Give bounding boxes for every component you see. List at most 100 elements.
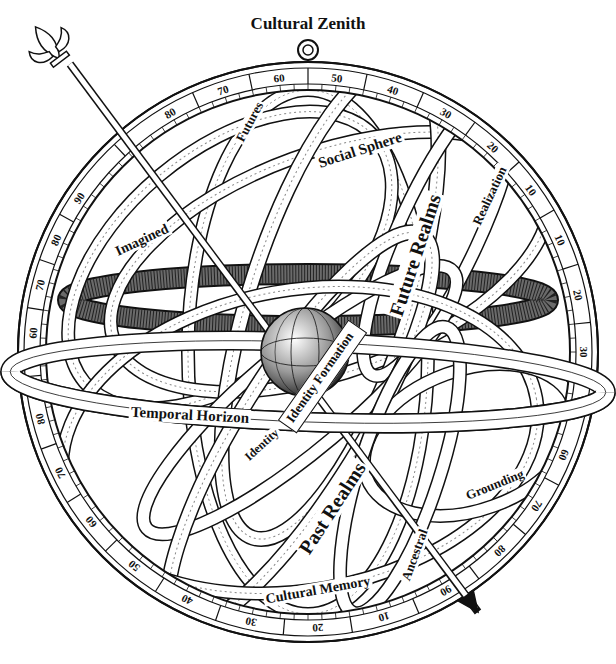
fleur-petal bbox=[48, 26, 73, 51]
scale-tick bbox=[252, 608, 253, 614]
scale-tick bbox=[308, 84, 309, 90]
scale-tick bbox=[335, 85, 337, 91]
scale-tick bbox=[41, 379, 47, 381]
scale-tick bbox=[239, 93, 241, 99]
scale-tick bbox=[535, 218, 540, 221]
scale-tick bbox=[212, 597, 214, 603]
scale-tick bbox=[186, 585, 189, 590]
scale-tick bbox=[41, 323, 47, 325]
scale-tick bbox=[439, 579, 442, 584]
scale-number: 80 bbox=[160, 104, 179, 122]
tag-box: Identity Formation bbox=[277, 319, 366, 433]
scale-divider bbox=[27, 308, 43, 311]
scale-tick bbox=[483, 547, 487, 551]
scale-tick bbox=[100, 183, 105, 187]
ring-band bbox=[38, 251, 563, 630]
scale-tick bbox=[570, 352, 576, 353]
arrow-head bbox=[459, 591, 478, 612]
scale-tick bbox=[91, 194, 96, 198]
scale-number: 10 bbox=[552, 230, 569, 249]
scale-tick bbox=[266, 87, 268, 93]
ring-label: Identity bbox=[241, 425, 283, 465]
scale-tick bbox=[503, 527, 507, 531]
scale-divider bbox=[249, 74, 252, 90]
scale-tick bbox=[547, 243, 552, 245]
fleur-de-lis bbox=[18, 14, 79, 75]
band-fill bbox=[38, 251, 563, 630]
scale-divider bbox=[575, 322, 591, 324]
scale-number: 60 bbox=[555, 446, 572, 464]
scale-tick bbox=[225, 601, 227, 607]
scale-number: 60 bbox=[26, 325, 39, 341]
scale-number: 50 bbox=[329, 71, 345, 85]
scale-tick bbox=[493, 537, 497, 541]
scale-tick bbox=[308, 614, 309, 620]
scale-tick bbox=[53, 433, 59, 435]
scale-tick bbox=[49, 283, 55, 285]
scale-tick bbox=[63, 243, 68, 245]
scale-divider bbox=[114, 144, 125, 156]
scale-divider bbox=[192, 93, 199, 108]
ring-label: Cultural Memory bbox=[262, 573, 373, 607]
band-edge bbox=[76, 80, 584, 444]
scale-tick bbox=[139, 144, 143, 149]
scale-tick bbox=[402, 597, 404, 603]
scale-tick bbox=[43, 310, 49, 312]
scale-tick bbox=[335, 613, 337, 619]
scale-tick bbox=[212, 102, 214, 108]
knob-ring bbox=[303, 45, 313, 55]
scale-divider bbox=[216, 605, 221, 620]
scale-number: 60 bbox=[81, 512, 100, 531]
ring-label: Social Sphere bbox=[314, 128, 405, 172]
scale-tick bbox=[150, 564, 154, 569]
scale-tick bbox=[362, 90, 363, 96]
scale-number: 50 bbox=[125, 557, 144, 576]
scale-tick bbox=[174, 120, 177, 125]
scale-tick bbox=[376, 605, 378, 611]
scale-tick bbox=[547, 459, 552, 461]
scale-tick bbox=[109, 173, 113, 177]
scale-number: 80 bbox=[33, 410, 48, 427]
scale-divider bbox=[67, 494, 81, 502]
scale-tick bbox=[162, 572, 165, 577]
scale-number: 70 bbox=[214, 81, 232, 97]
scale-tick bbox=[83, 495, 88, 498]
scale-tick bbox=[225, 97, 227, 103]
scale-divider bbox=[545, 478, 559, 486]
scale-tick bbox=[567, 392, 573, 394]
scale-tick bbox=[389, 601, 391, 607]
scale-tick bbox=[129, 547, 133, 551]
scale-tick bbox=[553, 256, 559, 258]
scale-tick bbox=[570, 337, 576, 338]
scale-tick bbox=[483, 153, 487, 157]
scale-divider bbox=[350, 617, 353, 633]
scale-number: 30 bbox=[242, 614, 259, 629]
fleur-petal bbox=[28, 42, 53, 67]
axis-rod bbox=[70, 64, 478, 612]
scale-tick bbox=[76, 218, 81, 221]
scale-tick bbox=[199, 591, 201, 596]
scale-number: 20 bbox=[570, 286, 585, 303]
ring-label: Ancestral bbox=[398, 526, 431, 585]
scale-tick bbox=[541, 230, 546, 233]
scale-tick bbox=[162, 127, 165, 132]
ring-label: Future Realms bbox=[384, 189, 445, 320]
scale-tick bbox=[150, 135, 154, 140]
scale-tick bbox=[569, 323, 575, 325]
scale-divider bbox=[469, 566, 479, 579]
scale-divider bbox=[39, 260, 54, 265]
scale-divider bbox=[563, 264, 578, 269]
scale-tick bbox=[512, 183, 517, 187]
scale-divider bbox=[155, 578, 164, 591]
scale-tick bbox=[348, 611, 350, 617]
scale-divider bbox=[466, 122, 475, 135]
knob-ring bbox=[298, 40, 318, 60]
scale-tick bbox=[239, 605, 241, 611]
scale-tick bbox=[415, 591, 417, 596]
scale-tick bbox=[321, 84, 322, 90]
scale-number: 60 bbox=[271, 71, 287, 85]
scale-number: 70 bbox=[528, 497, 546, 516]
scale-tick bbox=[567, 310, 573, 312]
scale-tick bbox=[118, 162, 122, 166]
